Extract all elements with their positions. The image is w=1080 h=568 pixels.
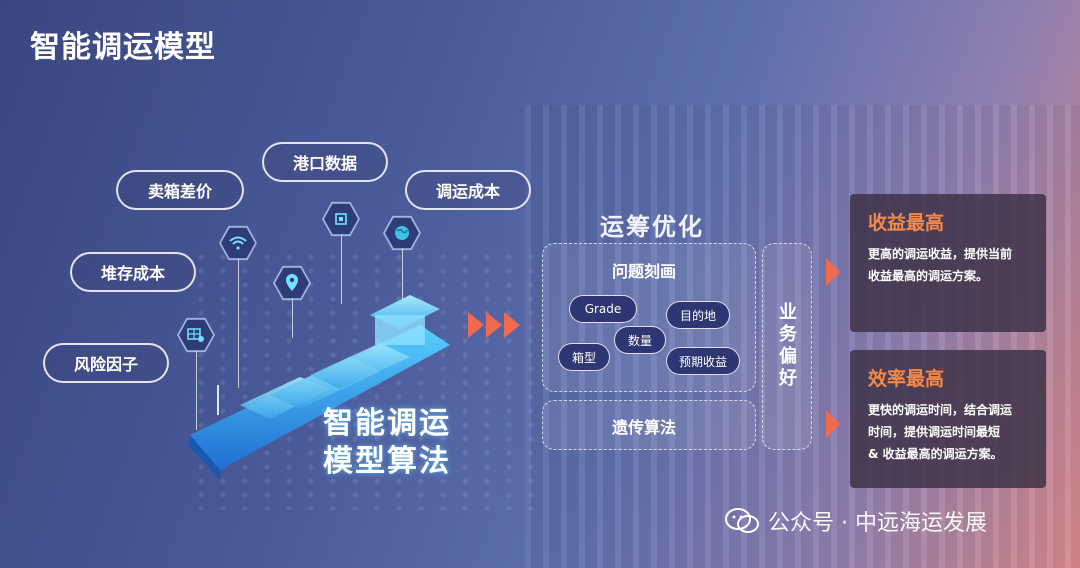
chip-expected-revenue: 预期收益 [666, 347, 740, 375]
wifi-icon [221, 227, 255, 259]
page-title: 智能调运模型 [30, 30, 216, 65]
algorithm-line-2: 模型算法 [323, 444, 451, 479]
arrow-icon [468, 312, 484, 338]
stem [196, 350, 197, 430]
business-pref-label: 业务偏好 [776, 301, 797, 390]
chip-quantity: 数量 [614, 326, 666, 354]
factor-port: 港口数据 [262, 142, 388, 182]
stem [238, 258, 239, 388]
algorithm-line-1: 智能调运 [323, 406, 451, 441]
card-text-line: 收益最高的调运方案。 [868, 269, 989, 283]
arrow-icon [486, 312, 502, 338]
chip-grade: Grade [569, 295, 637, 323]
watermark-text: 公众号 · 中远海运发展 [768, 511, 987, 536]
business-pref-box [762, 243, 812, 450]
ship-illustration [188, 295, 450, 480]
factor-transport: 调运成本 [405, 170, 531, 210]
chip-destination: 目的地 [666, 301, 730, 329]
genetic-label: 遗传算法 [612, 418, 677, 437]
card-text-line: 时间，提供调运时间最短 [868, 425, 1001, 439]
stem [402, 248, 403, 308]
problem-label: 问题刻画 [612, 262, 677, 281]
wechat-icon [725, 508, 759, 533]
arrow-icon [504, 312, 520, 338]
card-title: 收益最高 [868, 212, 945, 234]
chip-container-type: 箱型 [558, 343, 610, 371]
card-max-efficiency: 效率最高 更快的调运时间，结合调运 时间，提供调运时间最短 & 收益最高的调运方… [850, 350, 1046, 488]
card-title: 效率最高 [868, 368, 945, 390]
watermark: 公众号 · 中远海运发展 [724, 505, 987, 537]
arrow-icon [826, 258, 840, 286]
flow-arrows [468, 312, 520, 338]
factor-risk: 风险因子 [43, 343, 169, 383]
business-pref: 业务偏好 [762, 243, 810, 448]
genetic-box [542, 400, 756, 450]
card-text-line: 更快的调运时间，结合调运 [868, 403, 1013, 417]
card-max-revenue: 收益最高 更高的调运收益，提供当前 收益最高的调运方案。 [850, 194, 1046, 332]
section-title: 运筹优化 [600, 213, 704, 241]
arrow-icon [826, 410, 840, 438]
stem [341, 234, 342, 304]
algorithm-label: 智能调运 模型算法 [323, 405, 451, 481]
card-text-line: & 收益最高的调运方案。 [868, 447, 1003, 461]
stem [292, 298, 293, 338]
factor-resale: 卖箱差价 [116, 170, 244, 210]
factor-storage: 堆存成本 [70, 252, 196, 292]
card-text-line: 更高的调运收益，提供当前 [868, 247, 1013, 261]
